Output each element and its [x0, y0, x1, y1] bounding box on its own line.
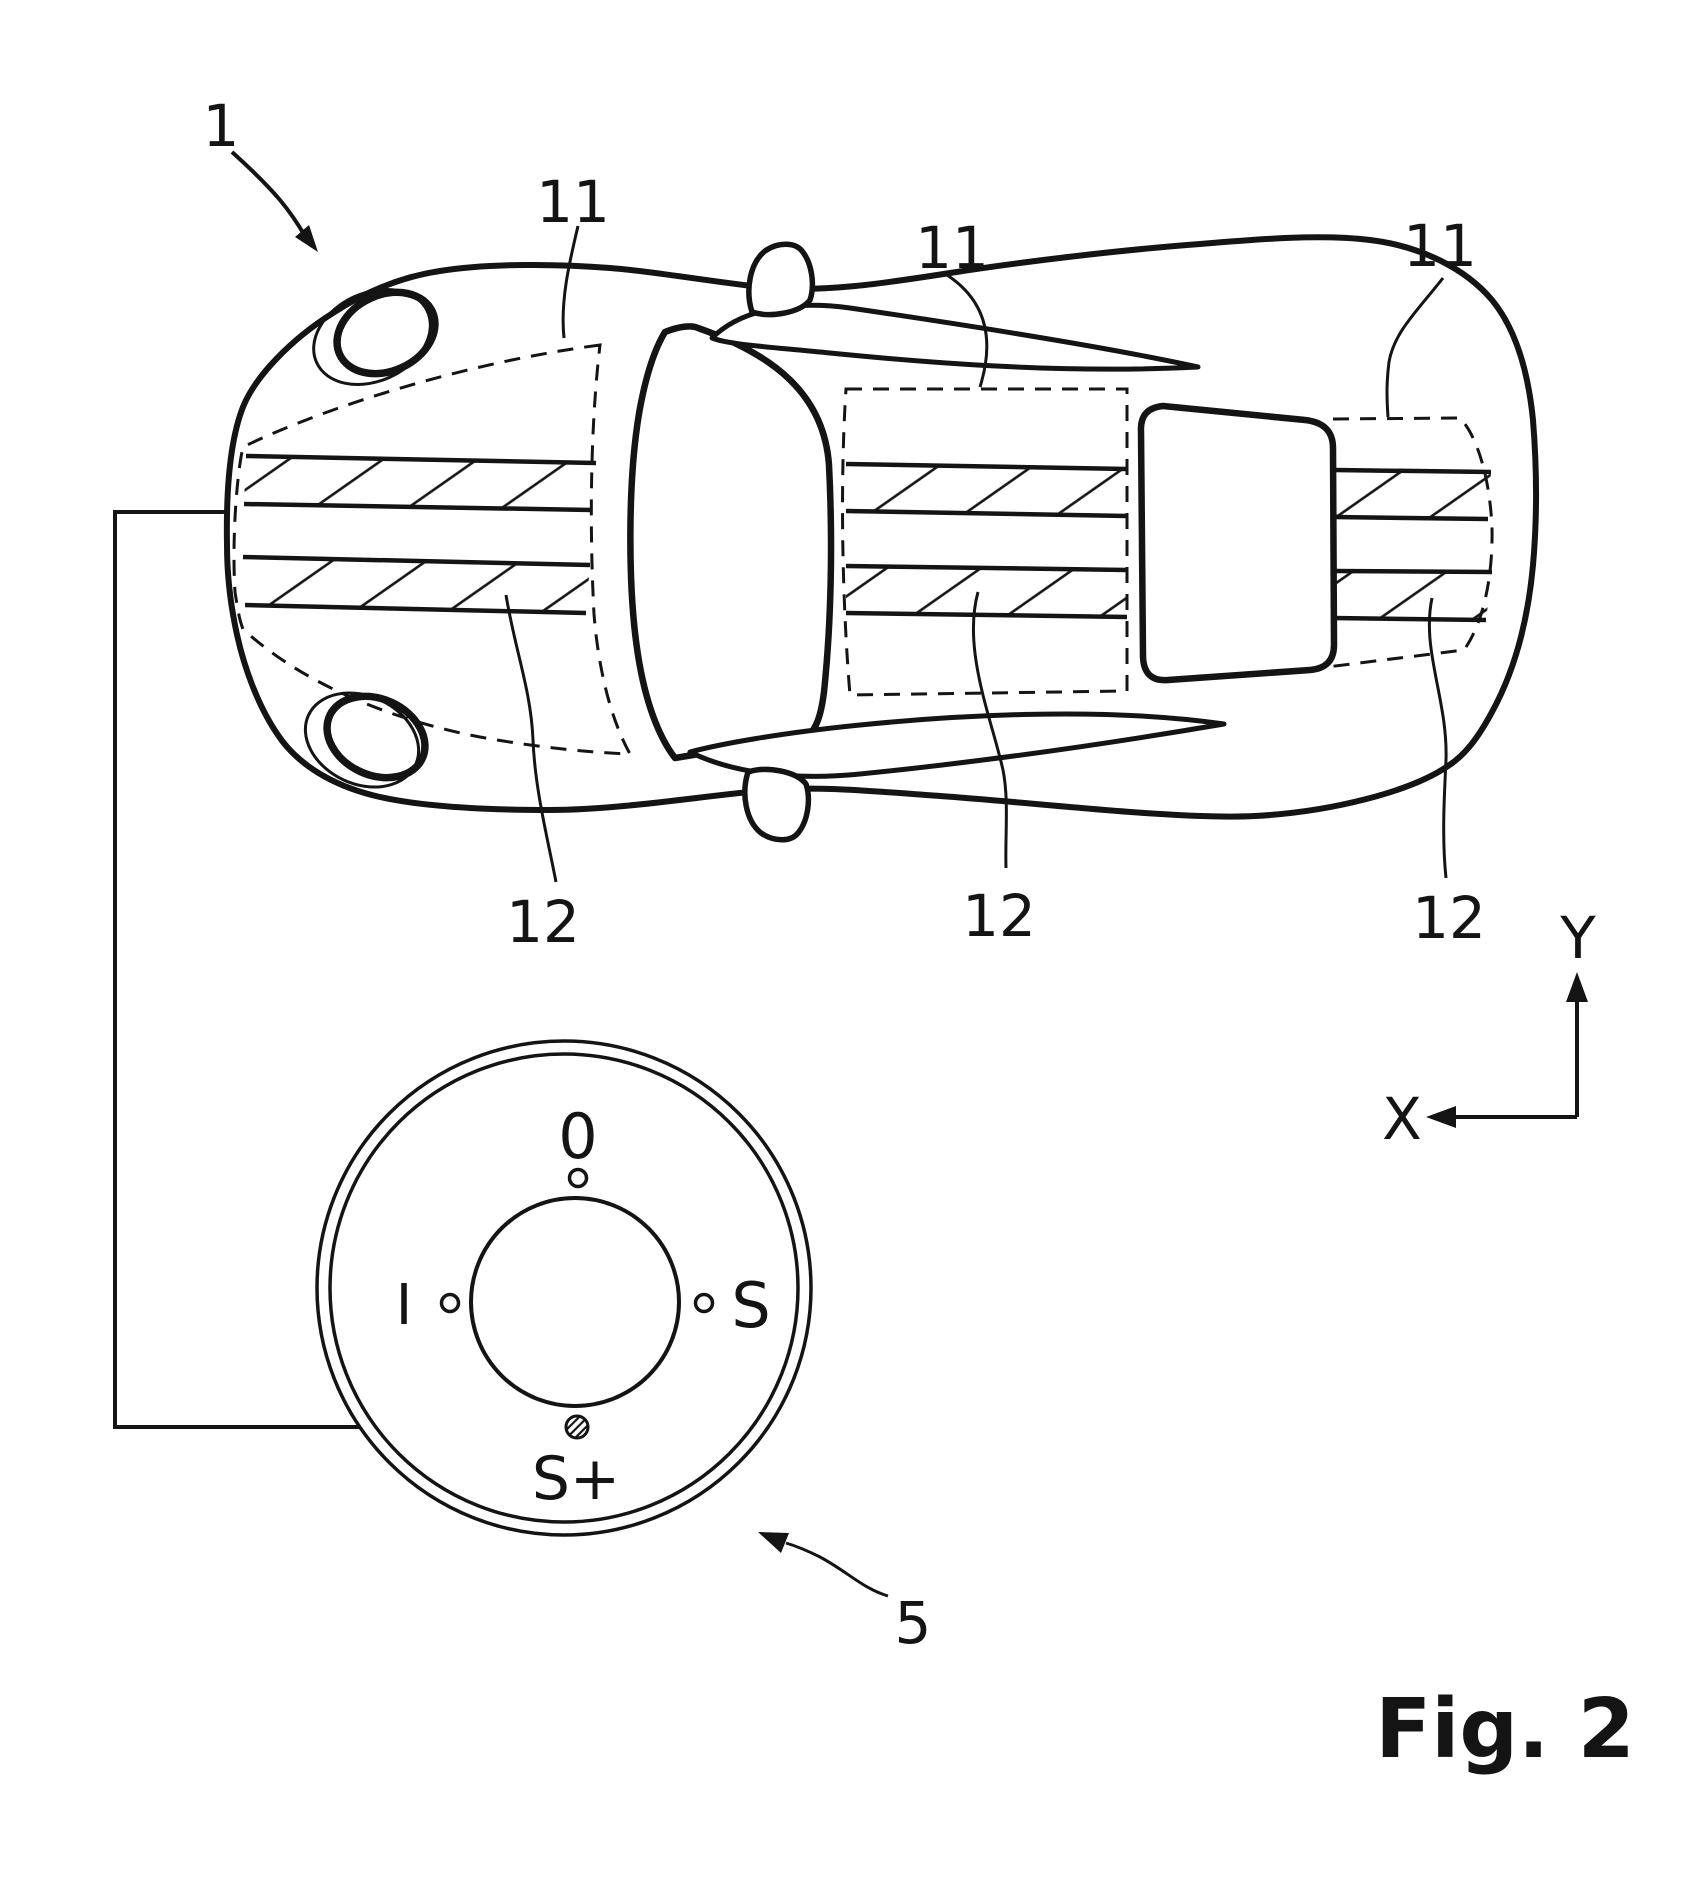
stripe-hood-lower	[242, 554, 591, 616]
side-window-top	[709, 302, 1201, 372]
dial-marker-s	[693, 1292, 715, 1314]
stripe-rear-upper	[1333, 467, 1492, 522]
leader-stripe-3	[1427, 597, 1448, 879]
roof-film-region-outline	[841, 387, 1129, 697]
leader-film-region-3	[1385, 277, 1445, 418]
stripe-roof-upper	[845, 461, 1128, 519]
windshield	[627, 323, 835, 762]
dial-knob	[469, 1196, 681, 1408]
leader-stripe-1	[504, 594, 558, 883]
dial-marker-s-plus	[564, 1414, 590, 1440]
dial-position-i: I	[396, 1273, 413, 1338]
car-pointer-curve	[230, 150, 307, 238]
axis-y-label: Y	[1559, 904, 1596, 972]
hood-film-region-outline	[232, 343, 633, 756]
dial-position-0: 0	[558, 1100, 597, 1173]
reference-numerals: 1 11 11 11 12 12 12 5	[203, 92, 1486, 1657]
figure-caption: Fig. 2	[1375, 1682, 1635, 1777]
dial-pointer-curve	[785, 1541, 889, 1598]
mirror-top	[746, 241, 816, 318]
connector-line	[113, 510, 566, 1429]
reference-annotations	[230, 150, 1448, 1598]
stripe-roof-lower	[845, 563, 1128, 620]
leader-film-region-2	[946, 273, 989, 388]
rotary-switch: 0 I S S+	[315, 1039, 813, 1537]
leader-stripe-2	[971, 591, 1008, 869]
ref-label-stripe-2: 12	[962, 882, 1036, 950]
headlight-front-bottom	[303, 691, 429, 789]
rear-film-region-outline	[1326, 416, 1494, 669]
car-top-view	[223, 234, 1539, 843]
headlight-front-top	[312, 288, 439, 386]
ref-label-film-region-3: 11	[1403, 212, 1477, 280]
leader-film-region-1	[561, 225, 580, 339]
dial-position-s: S	[731, 1269, 770, 1342]
coordinate-axes: Y X	[1382, 904, 1596, 1153]
dial-inner-ring	[328, 1052, 800, 1524]
ref-label-film-region-1: 11	[536, 168, 610, 236]
car-pointer-arrowhead-icon	[295, 225, 318, 252]
ref-label-film-region-2: 11	[915, 214, 989, 282]
dial-marker-i	[439, 1292, 461, 1314]
axis-y-arrowhead-icon	[1566, 972, 1588, 1002]
ref-label-stripe-3: 12	[1412, 884, 1486, 952]
ref-label-car: 1	[203, 92, 240, 160]
side-window-bottom	[687, 711, 1227, 779]
dial-position-s-plus: S+	[532, 1444, 620, 1514]
axis-x-arrowhead-icon	[1426, 1106, 1456, 1128]
axis-x-label: X	[1382, 1085, 1422, 1153]
rear-window	[1137, 402, 1338, 684]
stripe-hood-upper	[243, 453, 597, 513]
mirror-bottom	[742, 766, 812, 843]
stripe-rear-lower	[1331, 568, 1493, 623]
dial-pointer-arrowhead-icon	[758, 1532, 789, 1553]
ref-label-dial: 5	[895, 1589, 932, 1657]
dial-marker-0	[567, 1167, 589, 1189]
ref-label-stripe-1: 12	[506, 888, 580, 956]
